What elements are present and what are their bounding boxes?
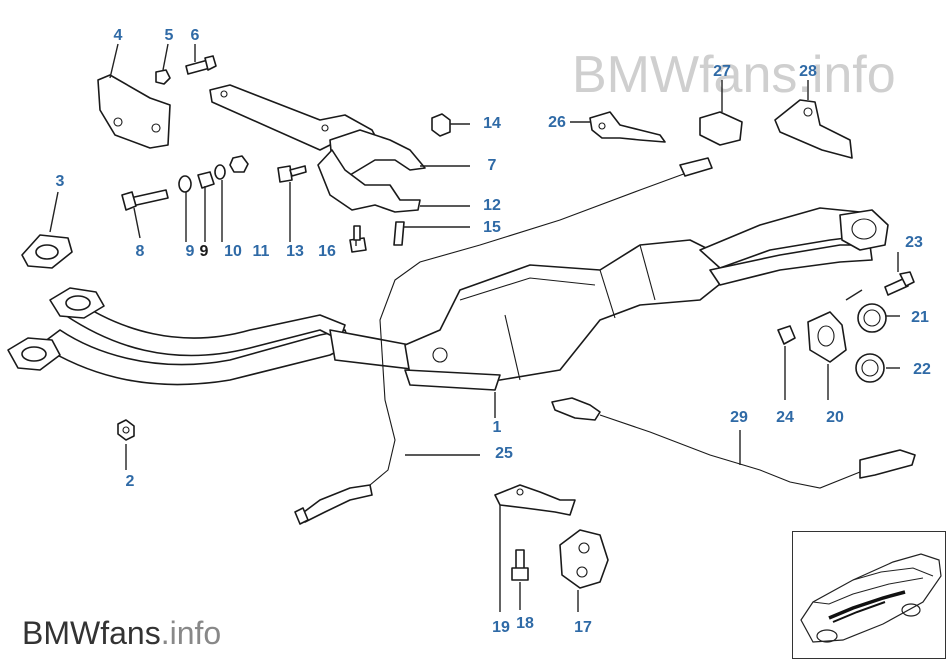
callout-27: 27 bbox=[713, 63, 731, 80]
clamp-12 bbox=[317, 149, 421, 213]
nut-24 bbox=[777, 325, 796, 345]
nut-2 bbox=[117, 419, 135, 441]
callout-22: 22 bbox=[913, 361, 931, 378]
washer-9 bbox=[178, 175, 192, 193]
catalytic-converter bbox=[404, 207, 889, 391]
callout-4: 4 bbox=[114, 27, 123, 44]
watermark-top-brand: BMWfans bbox=[572, 46, 797, 104]
washer-11 bbox=[214, 164, 226, 180]
leader-lines bbox=[49, 43, 900, 612]
front-exhaust-pipe bbox=[7, 287, 421, 386]
callout-29: 29 bbox=[730, 409, 748, 426]
bolt-15 bbox=[393, 221, 405, 246]
nut-5 bbox=[155, 69, 171, 85]
hanger-bracket-7 bbox=[209, 84, 426, 176]
callout-10: 10 bbox=[224, 243, 242, 260]
callout-3: 3 bbox=[56, 173, 65, 190]
watermark-top-suffix: .info bbox=[797, 46, 895, 104]
rubber-mount-17 bbox=[559, 529, 609, 589]
callout-labels: 1 2 3 4 5 6 7 8 9 9 10 11 12 13 14 15 16… bbox=[56, 27, 931, 636]
watermark-top: BMWfans.info bbox=[572, 46, 896, 104]
callout-6: 6 bbox=[191, 27, 200, 44]
watermark-bottom: BMWfans.info bbox=[22, 615, 221, 651]
callout-7: 7 bbox=[488, 157, 497, 174]
callout-26: 26 bbox=[548, 114, 566, 131]
callout-15: 15 bbox=[483, 219, 501, 236]
ring-21 bbox=[857, 303, 887, 333]
callout-25: 25 bbox=[495, 445, 513, 462]
bolt-8 bbox=[121, 189, 169, 211]
callout-9: 9 bbox=[186, 243, 195, 260]
bracket-4 bbox=[97, 74, 171, 149]
nut-11b bbox=[229, 155, 249, 173]
bracket-19 bbox=[494, 484, 576, 516]
callout-20: 20 bbox=[826, 409, 844, 426]
callout-2: 2 bbox=[126, 473, 135, 490]
watermark-bottom-brand: BMWfans bbox=[22, 615, 161, 651]
callout-23: 23 bbox=[905, 234, 923, 251]
callout-14: 14 bbox=[483, 115, 501, 132]
bolt-6 bbox=[185, 55, 217, 75]
nut-10 bbox=[197, 171, 215, 189]
ring-22 bbox=[855, 353, 885, 383]
callout-5: 5 bbox=[165, 27, 174, 44]
callout-21: 21 bbox=[911, 309, 929, 326]
callout-8: 8 bbox=[136, 243, 145, 260]
nut-14 bbox=[431, 113, 451, 137]
bolt-13 bbox=[277, 165, 307, 183]
callout-11: 11 bbox=[253, 243, 270, 260]
oxygen-sensor-25 bbox=[294, 157, 713, 525]
callout-12: 12 bbox=[483, 197, 501, 214]
bolt-23 bbox=[884, 271, 915, 296]
bolt-16 bbox=[349, 225, 367, 253]
callout-1: 1 bbox=[493, 419, 502, 436]
hanger-28 bbox=[774, 99, 853, 159]
callout-28: 28 bbox=[799, 63, 817, 80]
car-outline-icon bbox=[800, 553, 942, 643]
bolt-18 bbox=[511, 549, 529, 581]
oxygen-sensor-29 bbox=[551, 397, 916, 489]
vehicle-location-thumbnail bbox=[792, 531, 946, 659]
callout-17: 17 bbox=[574, 619, 592, 636]
callout-19: 19 bbox=[492, 619, 510, 636]
bracket-26 bbox=[589, 111, 666, 143]
callout-13: 13 bbox=[286, 243, 304, 260]
callout-9-duplicate: 9 bbox=[200, 243, 209, 260]
callout-16: 16 bbox=[318, 243, 336, 260]
gasket-20 bbox=[807, 311, 847, 363]
callout-24: 24 bbox=[776, 409, 794, 426]
watermark-bottom-suffix: .info bbox=[161, 615, 221, 651]
callout-18: 18 bbox=[516, 615, 534, 632]
gasket-3 bbox=[21, 234, 73, 269]
clip-27 bbox=[699, 111, 743, 146]
